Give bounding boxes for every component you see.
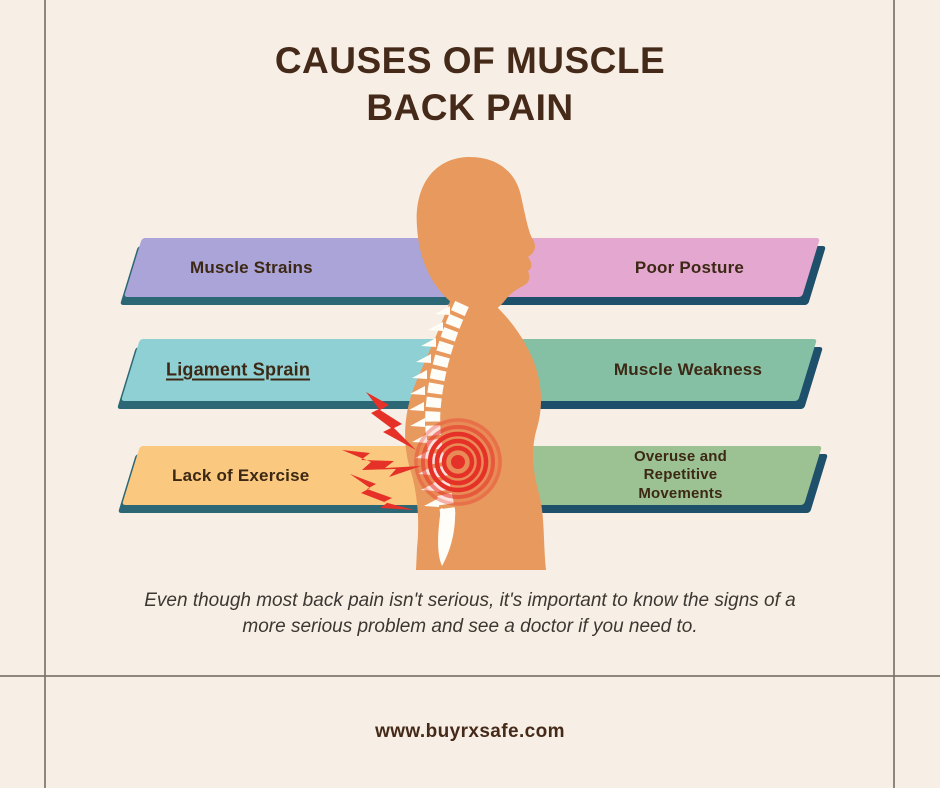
- tailbone: [438, 508, 456, 566]
- bolt-upper: [366, 392, 416, 450]
- bolt-middle: [342, 450, 421, 477]
- frame-line-left: [44, 0, 46, 788]
- banner-label-muscle-weakness: Muscle Weakness: [613, 360, 763, 379]
- website-url: www.buyrxsafe.com: [375, 721, 565, 742]
- page-title-line2: BACK PAIN: [366, 86, 574, 128]
- frame-line-horizontal: [0, 675, 940, 677]
- banner-overuse-repetitive-movements: Overuse and Repetitive Movements: [454, 446, 828, 513]
- footer-note: Even though most back pain isn't serious…: [144, 590, 796, 638]
- banner-lack-of-exercise: Lack of Exercise: [117, 446, 475, 513]
- banner-poor-posture: Poor Posture: [454, 238, 826, 305]
- banner-ligament-sprain: Ligament Sprain: [117, 339, 475, 409]
- frame-line-right: [893, 0, 895, 788]
- banner-label-muscle-strains: Muscle Strains: [190, 257, 313, 277]
- page-title-line1: CAUSES OF MUSCLE: [274, 40, 666, 81]
- banner-label-overuse-repetitive-movements: Overuse and Repetitive Movements: [633, 447, 728, 502]
- spine-icon: [409, 300, 469, 566]
- banner-muscle-strains: Muscle Strains: [119, 238, 473, 305]
- human-figure: [342, 156, 546, 570]
- pain-target-icon: [414, 418, 502, 506]
- bolt-lower: [350, 474, 414, 510]
- page-title: CAUSES OF MUSCLE BACK PAIN: [0, 38, 940, 132]
- banner-label-lack-of-exercise: Lack of Exercise: [172, 465, 310, 485]
- banner-muscle-weakness: Muscle Weakness: [454, 339, 823, 409]
- banner-label-poor-posture: Poor Posture: [634, 257, 745, 277]
- head-silhouette: [416, 156, 536, 315]
- lightning-bolt-icon: [342, 392, 421, 510]
- banner-label-ligament-sprain: Ligament Sprain: [166, 359, 311, 380]
